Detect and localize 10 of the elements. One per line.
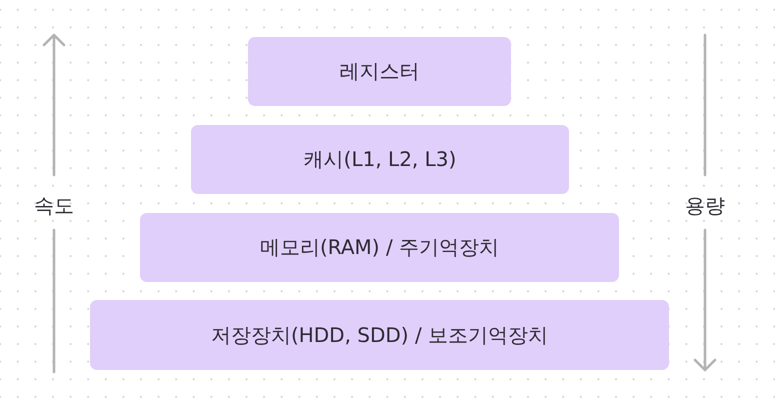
layer-label: 캐시(L1, L2, L3) [304, 146, 456, 173]
direction-label: 속도 [34, 192, 74, 220]
direction-label: 용량 [685, 192, 725, 220]
memory-layer-box [90, 300, 669, 370]
layer-label: 메모리(RAM) / 주기억장치 [260, 234, 500, 261]
layer-label: 저장장치(HDD, SDD) / 보조기억장치 [210, 322, 548, 348]
memory-layer-box [248, 37, 511, 106]
memory-layer-box [140, 213, 619, 282]
memory-layer-box [191, 125, 569, 194]
layer-label: 레지스터 [340, 58, 420, 85]
